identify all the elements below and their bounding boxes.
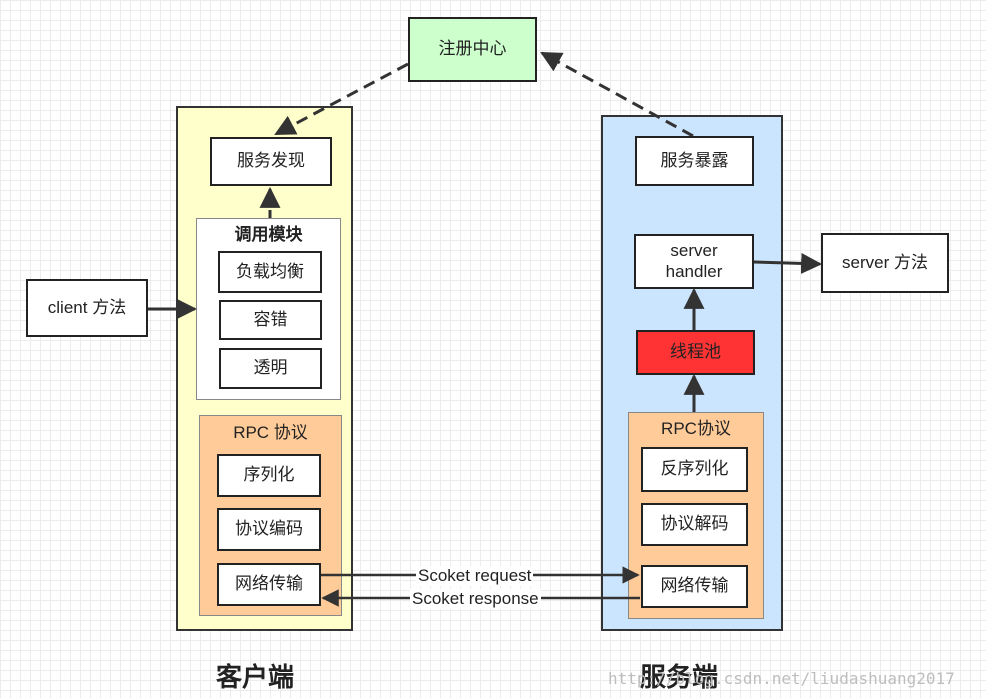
transparent-box: 透明	[219, 348, 322, 389]
watermark-text: http://blog.csdn.net/liudashuang2017	[608, 669, 955, 688]
client-method-box: client 方法	[26, 279, 148, 337]
fault-tolerance-box: 容错	[219, 300, 322, 340]
client-rpc-title: RPC 协议	[233, 423, 308, 442]
server-title: 服务端	[640, 662, 719, 692]
deserialize-box: 反序列化	[641, 447, 748, 492]
socket-response-label: Scoket response	[410, 589, 541, 609]
exposure-to-registry-arrow	[540, 51, 694, 138]
server-method-box: server 方法	[821, 233, 949, 293]
server-handler-box: server handler	[634, 234, 754, 289]
server-network-box: 网络传输	[641, 565, 748, 608]
registry-to-discovery-arrow	[274, 62, 409, 136]
thread-pool-box: 线程池	[636, 330, 755, 375]
handler-to-method-arrow	[753, 252, 823, 274]
client-network-box: 网络传输	[217, 563, 321, 606]
protocol-encode-box: 协议编码	[217, 508, 321, 551]
service-discovery-box: 服务发现	[210, 137, 332, 186]
invoke-module-title: 调用模块	[234, 225, 303, 244]
server-rpc-title: RPC协议	[661, 419, 731, 438]
registry-box: 注册中心	[408, 17, 537, 82]
load-balance-box: 负载均衡	[218, 251, 322, 293]
protocol-decode-box: 协议解码	[641, 503, 748, 546]
socket-request-label: Scoket request	[416, 566, 534, 586]
service-exposure-box: 服务暴露	[635, 136, 754, 186]
client-title: 客户端	[216, 662, 295, 692]
serialize-box: 序列化	[217, 454, 321, 497]
